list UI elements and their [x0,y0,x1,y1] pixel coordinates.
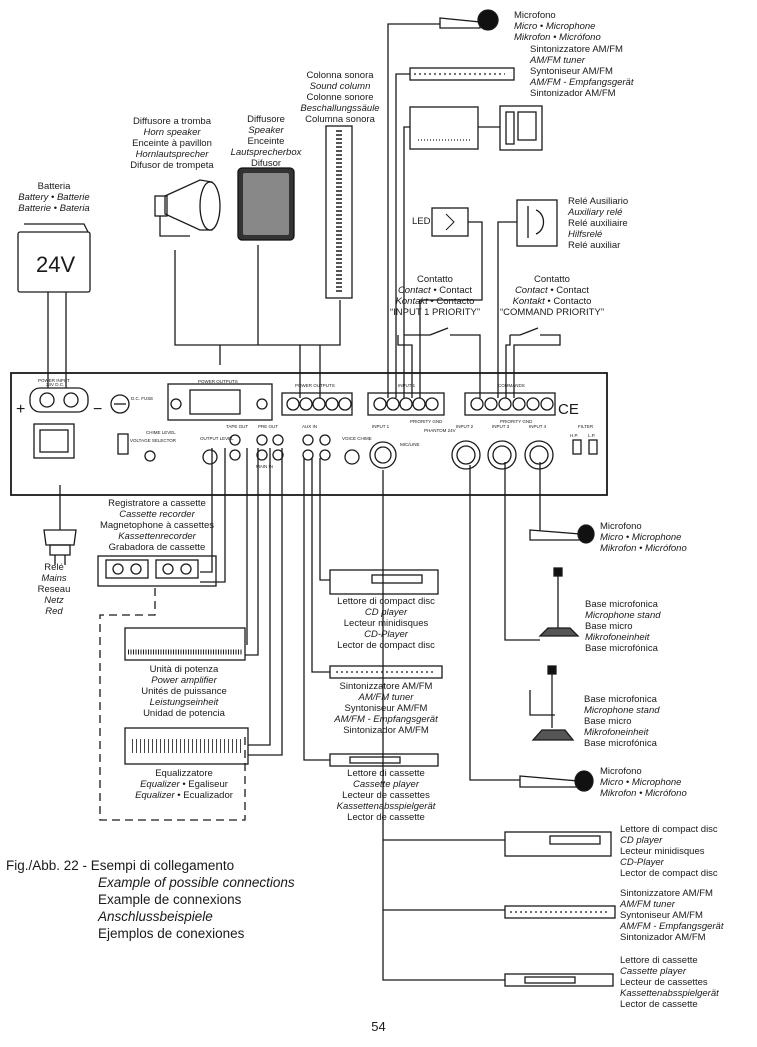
power-amp-label: Unità di potenza Power amplifier Unités … [141,664,227,719]
plus-sign: + [16,401,25,418]
minus-sign: − [93,401,102,418]
microphone-icon [529,524,595,544]
tuner-icon [409,67,515,81]
power-outputs-label-2: POWER OUTPUTS [295,383,335,388]
microphone-icon [439,9,499,31]
lp-label: L.P. [588,433,595,438]
base2-label: Base microfonica Microphone stand Base m… [584,694,660,749]
output-level-label: OUTPUT LEVEL [200,436,234,441]
relay-label: Relé Ausiliario Auxiliary relé Relé auxi… [568,196,629,251]
tape-out-label: TAPE OUT [226,424,248,429]
mains-plug-icon [43,510,77,565]
mic3-label: Microfono Micro • Microphone Mikrofon • … [600,766,687,799]
horn-label: Diffusore a tromba Horn speaker Enceinte… [130,116,214,171]
pre-out-label: PRE OUT [258,424,278,429]
cassette-recorder-icon [97,555,217,587]
input3-label: INPUT 3 [492,424,510,429]
microphone-stand-icon [531,665,575,741]
mic1-label: Microfono Micro • Microphone Mikrofon • … [514,10,601,43]
power-outputs-label: POWER OUTPUTS [198,379,238,384]
microphone-icon [519,770,594,792]
equalizer-label: Equalizzatore Equalizer • Egaliseur Equa… [135,768,233,801]
cass1-label: Lettore di cassette Cassette player Lect… [336,768,436,823]
caption-en: Example of possible connections [98,875,295,890]
led-label: LED [412,216,431,227]
equalizer-icon [124,727,249,765]
aux-in-label: AUX IN [302,424,317,429]
microphone-stand-icon [538,567,580,637]
cd2-label: Lettore di compact disc CD player Lecteu… [620,824,718,879]
chime-level-label: CHIME LEVEL [146,430,176,435]
caption-es: Ejemplos de conexiones [98,926,245,941]
input2-label: INPUT 2 [456,424,474,429]
caption-it: Esempi di collegamento [90,858,235,873]
sound-column-icon [325,125,353,299]
fuse-label: D.C. FUSE [131,396,153,401]
cassette-recorder-label: Registratore a cassette Cassette recorde… [99,498,215,553]
priority-gnd-label-2: PRIORITY GND [500,419,533,424]
base1-label: Base microfonica Microphone stand Base m… [585,599,661,654]
relay-icon [516,199,558,247]
power-input-label: POWER INPUT [38,378,70,383]
mains-label: Relé Mains Reseau Netz Red [37,562,71,617]
tuner3-label: Sintonizzatore AM/FM AM/FM tuner Syntoni… [620,888,724,943]
battery-icon [17,223,91,293]
tuner2-label: Sintonizzatore AM/FM AM/FM tuner Syntoni… [334,681,438,736]
caption-prefix: Fig./Abb. 22 - [6,858,91,873]
priority-gnd-label: PRIORITY GND [410,419,443,424]
cd-player-icon [504,831,612,857]
cass2-label: Lettore di cassette Cassette player Lect… [620,955,719,1010]
voice-chime-label: VOICE CHIME [342,436,372,441]
paging-unit-icon [409,106,479,150]
tuner1-label: Sintonizzatore AM/FM AM/FM tuner Syntoni… [530,44,634,99]
input1-label: INPUT 1 [398,383,416,388]
page-number: 54 [371,1019,386,1034]
contact-switch-icon [429,327,539,336]
cd1-label: Lettore di compact disc CD player Lecteu… [337,596,435,651]
horn-speaker-icon [154,179,221,237]
column-label: Colonna sonora Sound column Colonne sono… [300,70,380,125]
contact2-label: Contatto Contact • Contact Kontakt • Con… [500,274,604,318]
figure-caption: Fig./Abb. 22 - Esempi di collegamento Ex… [6,857,295,942]
input1-xlr-label: INPUT 1 [372,424,390,429]
power-amplifier-icon [124,627,246,661]
mic2-label: Microfono Micro • Microphone Mikrofon • … [600,521,687,554]
telephone-icon [499,105,543,151]
main-in-label: MAIN IN [256,464,273,469]
wires [47,23,561,981]
hp-label: H.P. [570,433,578,438]
diffusore-label: Diffusore Speaker Enceinte Lautsprecherb… [230,114,302,169]
commands-label: COMMANDS [498,383,525,388]
voltage-selector-label: VOLTAGE SELECTOR [130,438,177,443]
cassette-player-icon [329,753,439,767]
phantom-label: PHANTOM 24V [424,428,456,433]
tuner-icon [504,905,616,919]
cassette-player-icon [504,973,614,987]
tuner-icon [329,665,443,679]
ce-mark: CE [558,401,579,418]
cd-player-icon [329,569,439,595]
contact1-label: Contatto Contact • Contact Kontakt • Con… [389,274,481,318]
caption-de: Anschlussbeispiele [98,909,213,924]
filter-label: FILTER [578,424,594,429]
speaker-box-icon [237,167,295,241]
battery-label: Batteria Battery • Batterie Batterie • B… [18,181,90,214]
mic-line-label: MIC/LINE [400,442,420,447]
mixer-amplifier-rear-panel [10,372,608,496]
caption-fr: Example de connexions [98,892,242,907]
power-input-sub: 24V D.C. [46,382,64,387]
battery-voltage: 24V [36,252,75,277]
input4-label: INPUT 4 [529,424,547,429]
led-icon [431,207,469,237]
